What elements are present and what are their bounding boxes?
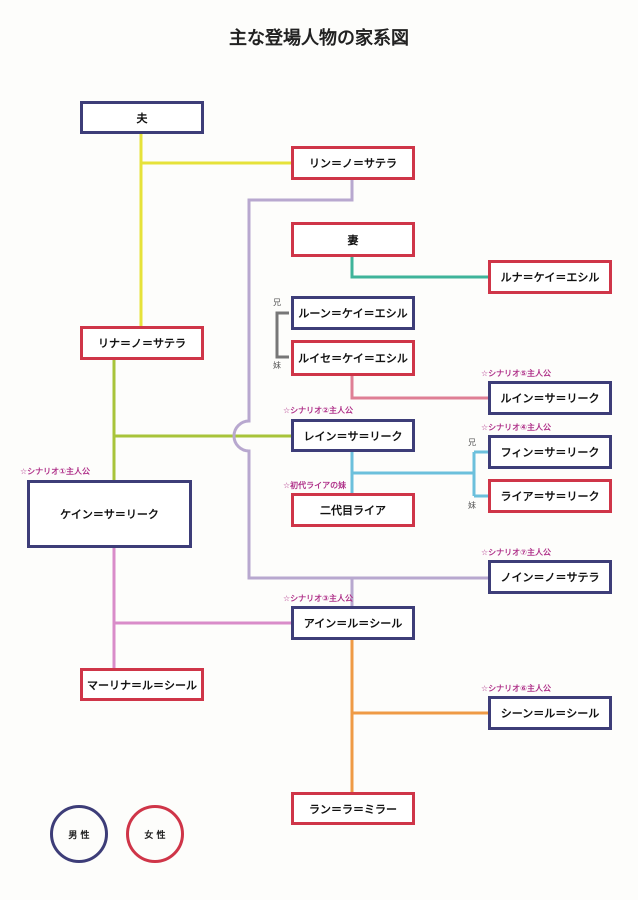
person-name: ルイセ＝ケイ＝エシル (298, 352, 408, 365)
legend-male: 男 性 (50, 805, 108, 863)
person-marina: マーリナ＝ル＝シール (80, 668, 204, 701)
person-raia: ライア＝サ＝リーク (488, 479, 612, 513)
sibling-label-younger: 妹 (273, 361, 281, 370)
scenario-tag-ain: ☆シナリオ③主人公 (283, 594, 353, 603)
sibling-label-elder: 兄 (468, 438, 476, 447)
line-husband-rin (139, 134, 291, 165)
person-name: リン＝ノ＝サテラ (309, 157, 397, 170)
scenario-tag-fin: ☆シナリオ④主人公 (481, 423, 551, 432)
line-wife-runa (350, 257, 488, 279)
sibling-label-younger: 妹 (468, 501, 476, 510)
person-fin: フィン＝サ＝リーク (488, 435, 612, 469)
person-name: レイン＝サ＝リーク (303, 429, 403, 443)
scenario-tag-nidaime: ☆初代ライアの妹 (283, 481, 347, 490)
person-name: ルイン＝サ＝リーク (500, 392, 600, 405)
person-name: ラン＝ラ＝ミラー (309, 802, 397, 816)
line-rin-branch (232, 180, 488, 580)
person-ruin: ルイン＝サ＝リーク (488, 381, 612, 415)
person-name: シーン＝ル＝シール (500, 707, 600, 720)
person-name: アイン＝ル＝シール (303, 617, 403, 630)
person-kein: ケイン＝サ＝リーク (27, 480, 192, 548)
person-name: ルーン＝ケイ＝エシル (298, 307, 408, 320)
person-name: ケイン＝サ＝リーク (60, 508, 159, 521)
scenario-tag-rein: ☆シナリオ②主人公 (283, 406, 353, 415)
line-sibling-bracket (275, 311, 289, 359)
person-runa: ルナ＝ケイ＝エシル (488, 260, 612, 294)
scenario-tag-ruin: ☆シナリオ⑤主人公 (481, 369, 551, 378)
line-rein-fin-raia (352, 450, 488, 498)
person-name: マーリナ＝ル＝シール (87, 678, 197, 692)
page-title: 主な登場人物の家系図 (229, 28, 409, 49)
person-name: フィン＝サ＝リーク (500, 446, 600, 459)
person-name: リナ＝ノ＝サテラ (98, 337, 186, 350)
person-name: 妻 (347, 233, 359, 247)
person-name: 夫 (136, 111, 148, 125)
legend-female: 女 性 (126, 805, 184, 863)
person-husband: 夫 (80, 101, 204, 134)
scenario-tag-kein: ☆シナリオ①主人公 (20, 467, 90, 476)
person-ran: ラン＝ラ＝ミラー (291, 792, 415, 825)
sibling-label-elder: 兄 (273, 298, 281, 307)
scenario-tag-shiin: ☆シナリオ⑥主人公 (481, 684, 551, 693)
person-rin: リン＝ノ＝サテラ (291, 146, 415, 180)
person-ruun: ルーン＝ケイ＝エシル (291, 296, 415, 330)
line-luise-ruin (350, 376, 488, 400)
person-luise: ルイセ＝ケイ＝エシル (291, 340, 415, 376)
person-noin: ノイン＝ノ＝サテラ (488, 560, 612, 594)
person-name: ルナ＝ケイ＝エシル (500, 271, 600, 284)
person-name: ライア＝サ＝リーク (500, 490, 600, 503)
scenario-tag-noin: ☆シナリオ⑦主人公 (481, 548, 551, 557)
person-wife: 妻 (291, 222, 415, 257)
legend-female-label: 女 性 (144, 830, 166, 841)
person-rina: リナ＝ノ＝サテラ (80, 326, 204, 360)
legend-male-label: 男 性 (68, 830, 90, 841)
person-name: 二代目ライア (320, 504, 386, 517)
person-name: ノイン＝ノ＝サテラ (500, 571, 600, 584)
person-ain: アイン＝ル＝シール (291, 606, 415, 640)
person-shiin: シーン＝ル＝シール (488, 696, 612, 730)
person-rein: レイン＝サ＝リーク (291, 419, 415, 452)
person-nidaime: 二代目ライア (291, 493, 415, 527)
